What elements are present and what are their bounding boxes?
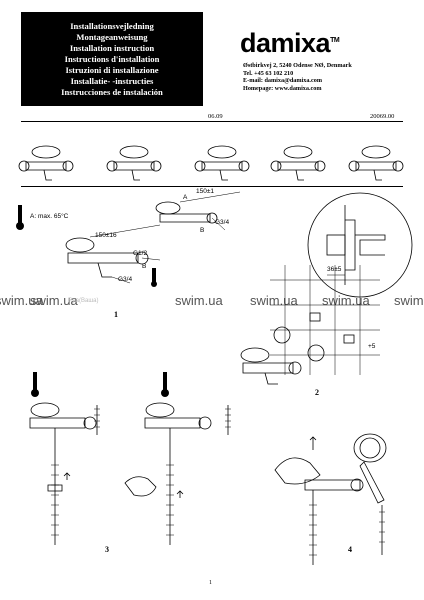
step4-hand-and-faucet	[274, 436, 364, 565]
brand-tm: TM	[330, 37, 340, 44]
page-number: 1	[209, 580, 212, 586]
step-number-1: 1	[114, 310, 118, 319]
g12-label: G1/2	[133, 250, 148, 257]
doc-date: 06.09	[208, 113, 223, 120]
contact-address: Østbirkvej 2, 5240 Odense NØ, Denmark	[243, 62, 352, 69]
tile-wall-grid	[270, 265, 380, 375]
temp-label: A: max. 65°C	[30, 213, 69, 220]
title-line: Installationsvejledning	[70, 20, 154, 31]
dim-a-label: A	[183, 194, 188, 201]
faucet-variant-icon	[348, 145, 404, 181]
faucet-variants-row	[18, 145, 404, 181]
brand-logo: damixaTM	[240, 28, 340, 59]
title-line: Istruzioni di installazione	[65, 64, 159, 75]
watermark-text: swim.ua	[250, 293, 298, 308]
title-line: Instrucciones de instalación	[61, 86, 163, 97]
thermometer-icon	[31, 372, 39, 397]
header-rule	[21, 121, 403, 122]
g34-top-label: G3/4	[215, 219, 230, 226]
dim-b-label: B	[200, 227, 205, 234]
title-line: Installation instruction	[69, 42, 155, 53]
doc-number: 20069.00	[370, 113, 395, 120]
watermark-text: swim.ua	[394, 293, 424, 308]
section-rule	[21, 186, 403, 187]
contact-email: E-mail: damixa@damixa.com	[243, 77, 322, 85]
title-line: Instructions d'installation	[64, 53, 160, 64]
dim-5-label: +5	[368, 343, 376, 350]
step-number-4: 4	[348, 545, 352, 554]
brand-name: damixa	[240, 28, 331, 58]
faucet-variant-icon	[270, 145, 326, 181]
g34-bottom-label: G3/4	[118, 276, 133, 283]
faucet-variant-icon	[194, 145, 250, 181]
title-box: Installationsvejledning Montageanweisung…	[21, 12, 203, 106]
faucet-mounted-drawing	[240, 347, 302, 385]
hand-shower-drawing	[353, 433, 387, 555]
faucet-variant-icon	[106, 145, 162, 181]
contact-block: Østbirkvej 2, 5240 Odense NØ, Denmark Te…	[243, 62, 352, 92]
dim-36-label: 36±5	[327, 266, 342, 273]
watermark-small: Rpa(Ваша)	[68, 298, 99, 304]
watermark-text: swim.ua	[30, 293, 78, 308]
watermark-text: swim.ua	[175, 293, 223, 308]
faucet-dimension-drawing-top	[155, 191, 241, 231]
title-line: Montageanweisung	[76, 31, 148, 42]
faucet-dimension-drawing-main	[65, 224, 161, 284]
faucet-variant-icon	[18, 145, 74, 181]
step3-faucet-left	[29, 402, 100, 545]
title-line: Installatie- -instructies	[70, 75, 154, 86]
thermometer-icon	[16, 205, 24, 230]
contact-tel: Tel. +45 63 102 210	[243, 69, 294, 77]
watermark-text: swim.ua	[0, 293, 43, 308]
b2-label: B	[142, 263, 147, 270]
thermometer-icon	[161, 372, 169, 397]
step3-faucet-right	[124, 402, 231, 545]
dim-150-16-label: 150±16	[95, 232, 117, 239]
step-number-3: 3	[105, 545, 109, 554]
contact-homepage: Homepage: www.damixa.com	[243, 84, 322, 92]
step-number-2: 2	[315, 388, 319, 397]
dim-150-1-label: 150±1	[196, 188, 215, 195]
thermometer-icon	[151, 268, 157, 287]
